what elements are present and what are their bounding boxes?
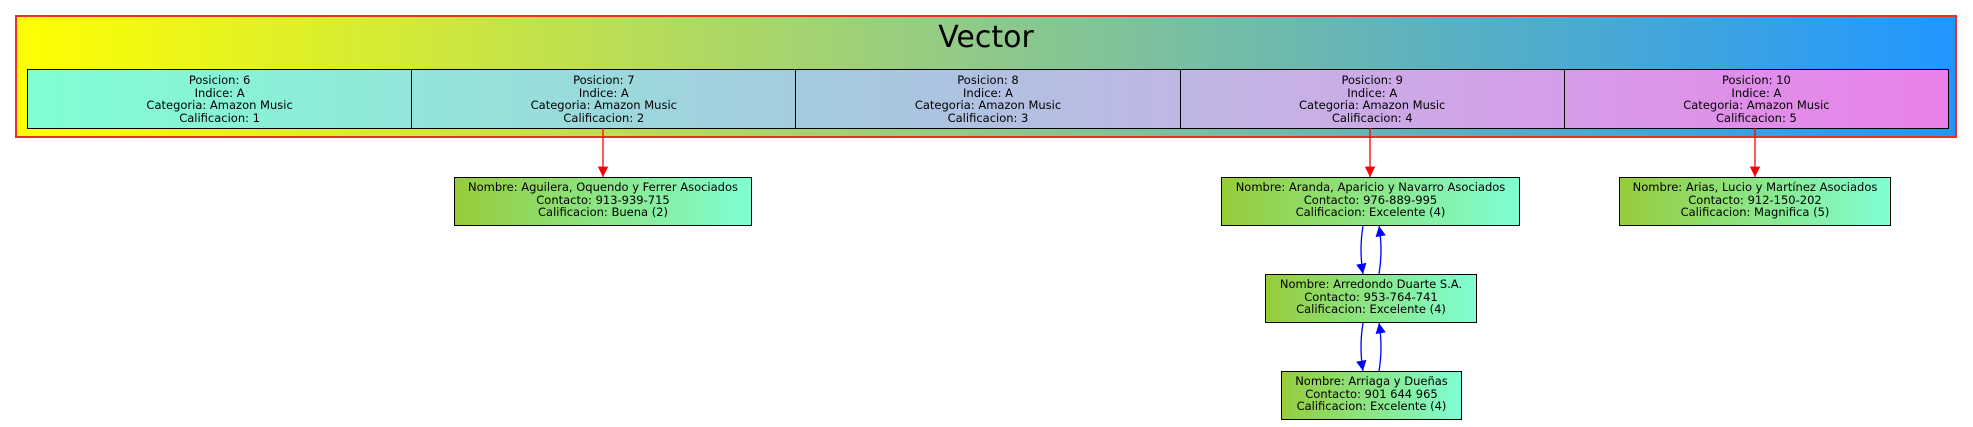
node-calificacion: Calificacion: Magnifica (5) (1680, 205, 1830, 219)
node-arriaga[interactable]: Nombre: Arriaga y Dueñas Contacto: 901 6… (1281, 371, 1462, 420)
edge-arredondo-to-arriaga (1356, 322, 1367, 372)
node-contacto: Contacto: 976-889-995 (1303, 192, 1438, 207)
edge-aranda-to-arredondo (1356, 225, 1367, 275)
cell-indice: Indice: A (578, 85, 629, 100)
cell-posicion: Posicion: 10 (1722, 73, 1791, 87)
cell-posicion: Posicion: 7 (573, 73, 635, 87)
edge-arredondo-to-aranda (1375, 225, 1386, 275)
cell-indice: Indice: A (194, 85, 245, 100)
cell-calificacion: Calificacion: 5 (1716, 110, 1797, 125)
vector-cell-6[interactable]: Posicion: 6 Indice: A Categoria: Amazon … (28, 70, 413, 128)
cell-calificacion: Calificacion: 3 (947, 110, 1029, 125)
node-calificacion: Calificacion: Excelente (4) (1296, 302, 1446, 316)
node-nombre: Nombre: Arredondo Duarte S.A. (1279, 277, 1463, 291)
cell-calificacion: Calificacion: 4 (1331, 110, 1413, 125)
vector-cell-7[interactable]: Posicion: 7 Indice: A Categoria: Amazon … (412, 70, 797, 128)
cell-posicion: Posicion: 8 (957, 73, 1019, 87)
node-nombre: Nombre: Aranda, Aparicio y Navarro Asoci… (1235, 180, 1506, 194)
vector-panel: Vector Posicion: 6 Indice: A Categoria: … (15, 15, 1957, 138)
cell-posicion: Posicion: 6 (188, 73, 251, 87)
node-arias[interactable]: Nombre: Arias, Lucio y Martínez Asociado… (1619, 177, 1891, 226)
node-contacto: Contacto: 912-150-202 (1688, 192, 1822, 207)
node-calificacion: Calificacion: Buena (2) (538, 205, 668, 219)
cell-categoria: Categoria: Amazon Music (146, 98, 293, 112)
cell-categoria: Categoria: Amazon Music (914, 98, 1062, 112)
node-contacto: Contacto: 953-764-741 (1304, 289, 1438, 304)
cell-indice: Indice: A (963, 85, 1013, 100)
vector-cells: Posicion: 6 Indice: A Categoria: Amazon … (27, 69, 1949, 129)
node-calificacion: Calificacion: Excelente (4) (1295, 205, 1446, 219)
node-nombre: Nombre: Arriaga y Dueñas (1295, 374, 1448, 388)
node-contacto: Contacto: 901 644 965 (1305, 386, 1438, 401)
cell-categoria: Categoria: Amazon Music (1299, 98, 1446, 112)
node-nombre: Nombre: Aguilera, Oquendo y Ferrer Asoci… (468, 180, 738, 194)
node-contacto: Contacto: 913-939-715 (536, 192, 670, 207)
cell-categoria: Categoria: Amazon Music (530, 98, 677, 112)
node-aranda[interactable]: Nombre: Aranda, Aparicio y Navarro Asoci… (1221, 177, 1520, 226)
node-calificacion: Calificacion: Excelente (4) (1296, 399, 1447, 413)
vector-cell-9[interactable]: Posicion: 9 Indice: A Categoria: Amazon … (1181, 70, 1565, 128)
node-aguilera[interactable]: Nombre: Aguilera, Oquendo y Ferrer Asoci… (454, 177, 752, 226)
cell-posicion: Posicion: 9 (1341, 73, 1403, 87)
cell-indice: Indice: A (1731, 85, 1782, 100)
node-arredondo[interactable]: Nombre: Arredondo Duarte S.A. Contacto: … (1265, 274, 1477, 323)
cell-indice: Indice: A (1347, 85, 1398, 100)
edge-arriaga-to-arredondo (1375, 322, 1386, 372)
vector-title: Vector (938, 20, 1034, 55)
vector-cell-8[interactable]: Posicion: 8 Indice: A Categoria: Amazon … (796, 70, 1181, 128)
cell-categoria: Categoria: Amazon Music (1683, 98, 1830, 112)
cell-calificacion: Calificacion: 1 (179, 110, 260, 125)
node-nombre: Nombre: Arias, Lucio y Martínez Asociado… (1632, 180, 1878, 194)
cell-calificacion: Calificacion: 2 (563, 110, 645, 125)
vector-cell-10[interactable]: Posicion: 10 Indice: A Categoria: Amazon… (1565, 70, 1948, 128)
